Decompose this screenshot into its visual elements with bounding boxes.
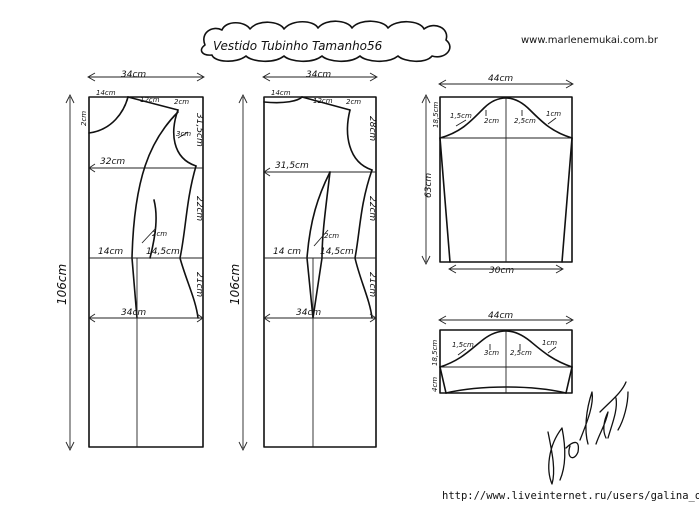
short-sleeve-width-label: 44cm xyxy=(488,311,513,321)
front-waist-right-label: 14,5cm xyxy=(146,247,180,257)
back-total-length: 106cm xyxy=(228,264,242,305)
long-sleeve-right-curve-label: 1cm xyxy=(546,110,561,118)
front-waist-to-hip-label: 21cm xyxy=(194,272,204,297)
front-dart-top-label: 2cm xyxy=(152,230,167,238)
front-neck-depth-label: 2cm xyxy=(80,111,88,126)
long-sleeve-mid-right-label: 2,5cm xyxy=(514,117,536,125)
website-link[interactable]: www.marlenemukai.com.br xyxy=(521,35,658,46)
short-sleeve-hem-label: 4cm xyxy=(431,377,439,392)
back-bust-to-waist-label: 22cm xyxy=(367,196,377,221)
short-sleeve-pattern: 44cm 18,5cm 4cm 1,5cm 3cm 2,5cm 1cm xyxy=(431,311,574,394)
back-armhole-depth-label: 28cm xyxy=(367,116,377,141)
back-shoulder-label: 12cm xyxy=(313,97,333,105)
front-side-neck-label: 2cm xyxy=(174,98,189,106)
front-armhole-curve-label: 3cm xyxy=(176,130,191,138)
front-armhole-depth-label: 31,5cm xyxy=(194,113,204,147)
long-sleeve-cuff-width-label: 30cm xyxy=(489,266,514,276)
short-sleeve-mid-left-label: 3cm xyxy=(484,349,499,357)
back-waist-right-label: 14,5cm xyxy=(320,247,354,257)
back-waist-to-hip-label: 21cm xyxy=(367,272,377,297)
back-hip-width-label: 34cm xyxy=(296,308,321,318)
back-bust-width-label: 31,5cm xyxy=(275,161,309,171)
front-total-length: 106cm xyxy=(55,264,69,305)
front-width-top: 34cm xyxy=(121,70,146,80)
short-sleeve-right-curve-label: 1cm xyxy=(542,339,557,347)
back-width-top: 34cm xyxy=(306,70,331,80)
back-pattern: 106cm 34cm 14cm 12cm 2cm 28cm 31,5cm 22c… xyxy=(228,70,378,452)
short-sleeve-mid-right-label: 2,5cm xyxy=(510,349,532,357)
short-sleeve-left-curve-label: 1,5cm xyxy=(452,341,474,349)
long-sleeve-width-label: 44cm xyxy=(488,74,513,84)
long-sleeve-length-label: 63cm xyxy=(424,173,434,198)
long-sleeve-mid-left-label: 2cm xyxy=(484,117,499,125)
long-sleeve-left-curve-label: 1,5cm xyxy=(450,112,472,120)
source-url-link[interactable]: http://www.liveinternet.ru/users/galina_… xyxy=(442,490,699,502)
short-sleeve-cap-height-label: 18,5cm xyxy=(431,340,439,366)
front-pattern: 106cm 34cm 14cm 2cm 12cm 2cm 3cm 31,5cm … xyxy=(55,70,205,452)
long-sleeve-pattern: 44cm 63cm 18,5cm 1,5cm 2cm 2,5cm 1cm 30c… xyxy=(421,74,574,276)
title-cloud: Vestido Tubinho Tamanho56 xyxy=(200,20,451,63)
front-neck-label: 14cm xyxy=(96,89,116,97)
back-side-neck-label: 2cm xyxy=(346,98,361,106)
front-bust-width-label: 32cm xyxy=(100,157,125,167)
front-waist-left-label: 14cm xyxy=(98,247,123,257)
signature xyxy=(547,381,629,485)
back-neck-label: 14cm xyxy=(271,89,291,97)
back-dart-top-label: 2cm xyxy=(324,232,339,240)
front-bust-to-waist-label: 22cm xyxy=(194,196,204,221)
front-hip-width-label: 34cm xyxy=(121,308,146,318)
page-title: Vestido Tubinho Tamanho56 xyxy=(213,39,383,53)
long-sleeve-cap-height-label: 18,5cm xyxy=(432,102,440,128)
front-shoulder-label: 12cm xyxy=(140,96,160,104)
back-waist-left-label: 14 cm xyxy=(273,247,301,257)
